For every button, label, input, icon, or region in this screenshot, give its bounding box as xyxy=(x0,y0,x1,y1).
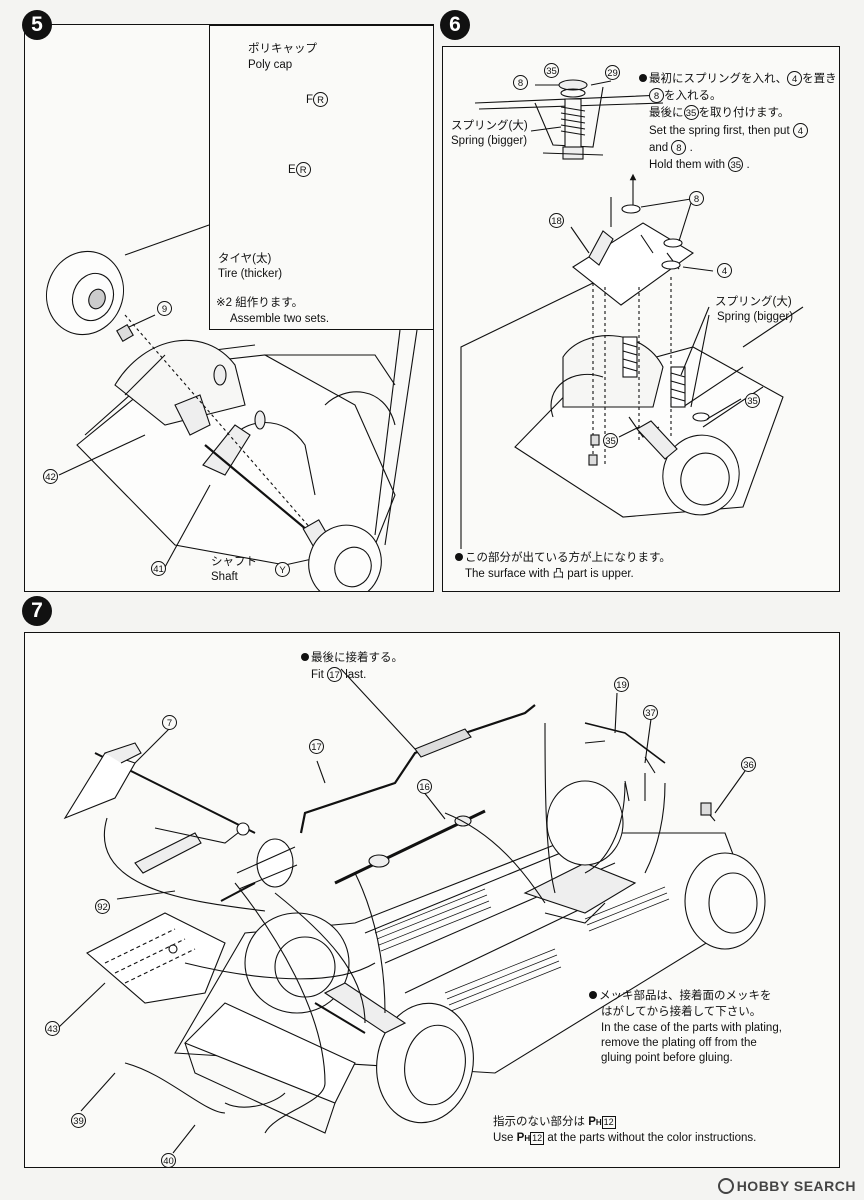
part-8-callout-top: 8 xyxy=(513,75,528,90)
shaft-label-en: Shaft xyxy=(211,571,238,583)
shaft-label-jp: シャフト xyxy=(211,556,257,568)
polycap-label-en: Poly cap xyxy=(248,59,293,71)
part-35-callout-top: 35 xyxy=(544,63,559,78)
step5-drawing xyxy=(45,40,418,591)
step5-badge: 5 xyxy=(22,10,52,40)
part-43-callout: 43 xyxy=(45,1021,60,1036)
r-circle-f: R xyxy=(313,92,329,107)
step6-badge: 6 xyxy=(440,10,470,40)
y-circle-label: Y xyxy=(275,562,290,577)
upper-surface-note-jp: この部分が出ている方が上になります。 xyxy=(455,551,671,565)
spring-label-jp-top: スプリング(大) xyxy=(451,120,528,132)
spring-label-en-right: Spring (bigger) xyxy=(717,311,794,323)
r-circle-e: R xyxy=(295,162,311,177)
step6-drawing xyxy=(460,79,804,549)
part-7-callout: 7 xyxy=(162,715,177,730)
bullet xyxy=(301,653,309,661)
part-36-callout: 36 xyxy=(741,757,756,772)
part-9-callout: 9 xyxy=(157,301,172,316)
spring-label-en-top: Spring (bigger) xyxy=(451,135,528,147)
part-19-callout: 19 xyxy=(614,677,629,692)
plating-note-jp-1: メッキ部品は、接着面のメッキを xyxy=(589,989,772,1003)
bullet xyxy=(589,991,597,999)
step7-badge: 7 xyxy=(22,596,52,626)
part-17-callout: 17 xyxy=(309,739,324,754)
step6-instruction-en-1: Set the spring first, then put 4 xyxy=(649,123,808,138)
part-8-callout-right: 8 xyxy=(689,191,704,206)
step6-instruction-en-2: and 8 . xyxy=(649,140,693,155)
step7-panel: 最後に接着する。 Fit 17 last. 7 17 16 19 37 36 9… xyxy=(24,632,840,1168)
part-92-callout: 92 xyxy=(95,899,110,914)
plating-note-en-2: remove the plating off from the xyxy=(601,1037,757,1049)
plating-note-en-3: gluing point before gluing. xyxy=(601,1052,733,1064)
part-41-callout: 41 xyxy=(151,561,166,576)
part-16-callout: 16 xyxy=(417,779,432,794)
part-35-callout-right: 35 xyxy=(745,393,760,408)
fit-last-note-en: Fit 17 last. xyxy=(311,667,367,682)
part-42-callout: 42 xyxy=(43,469,58,484)
part-40-callout: 40 xyxy=(161,1153,176,1167)
part-37-callout: 37 xyxy=(643,705,658,720)
upper-surface-note-en: The surface with 凸 part is upper. xyxy=(465,568,634,580)
part-18-callout: 18 xyxy=(549,213,564,228)
watermark-logo: HOBBY SEARCH xyxy=(717,1178,856,1194)
step6-panel: 8 35 29 スプリング(大) Spring (bigger) 最初にスプリン… xyxy=(442,46,840,592)
two-sets-note-en: Assemble two sets. xyxy=(230,313,330,325)
spring-label-jp-right: スプリング(大) xyxy=(715,296,792,308)
bullet xyxy=(639,74,647,82)
plating-note-en-1: In the case of the parts with plating, xyxy=(601,1022,782,1034)
bullet xyxy=(455,553,463,561)
part-4-callout: 4 xyxy=(717,263,732,278)
tire-label-en: Tire (thicker) xyxy=(218,268,283,280)
hobby-search-logo-icon xyxy=(717,1178,734,1194)
part-35-callout-low: 35 xyxy=(603,433,618,448)
step7-drawing xyxy=(58,668,766,1154)
part-39-callout: 39 xyxy=(71,1113,86,1128)
plating-note-jp-2: はがしてから接着して下さい。 xyxy=(601,1006,762,1018)
part-29-callout: 29 xyxy=(605,65,620,80)
tire-label-jp: タイヤ(太) xyxy=(218,253,272,265)
fit-last-note-jp: 最後に接着する。 xyxy=(301,651,403,665)
polycap-label-jp: ポリキャップ xyxy=(248,43,317,55)
two-sets-note-jp: ※2 組作ります。 xyxy=(216,297,304,309)
step6-instruction-en-3: Hold them with 35 . xyxy=(649,157,750,172)
f-letter: F xyxy=(306,94,314,106)
e-letter: E xyxy=(288,164,296,176)
